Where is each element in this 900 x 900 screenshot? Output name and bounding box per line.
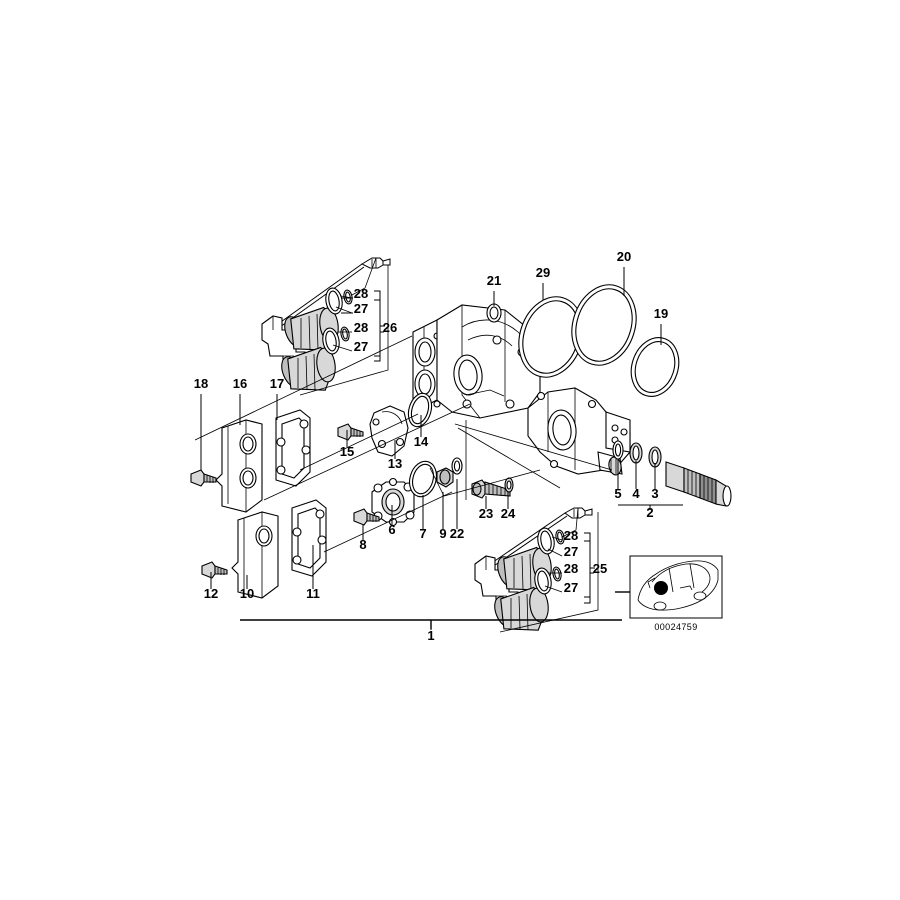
diagram-id-caption: 00024759 xyxy=(654,622,697,632)
callout-label: 18 xyxy=(194,376,208,391)
callout-label: 27 xyxy=(564,580,578,595)
callout-label: 5 xyxy=(614,486,621,501)
callout-27[interactable]: 27 xyxy=(564,580,578,595)
part-group-pads-lower xyxy=(201,499,327,599)
callout-21[interactable]: 21 xyxy=(487,273,501,306)
callout-6[interactable]: 6 xyxy=(388,505,396,537)
callout-label: 11 xyxy=(306,586,320,601)
callout-label: 9 xyxy=(439,526,446,541)
part-group-cover-13 xyxy=(337,392,433,457)
callout-27[interactable]: 27 xyxy=(354,339,368,354)
callout-7[interactable]: 7 xyxy=(419,495,427,541)
callout-label: 15 xyxy=(340,444,354,459)
callout-10[interactable]: 10 xyxy=(240,575,254,601)
callout-label: 26 xyxy=(383,320,397,335)
callout-label: 20 xyxy=(617,249,631,264)
vehicle-location-inset: 00024759 xyxy=(615,555,723,632)
callout-18[interactable]: 18 xyxy=(194,376,208,470)
callout-label: 4 xyxy=(632,486,640,501)
callout-16[interactable]: 16 xyxy=(233,376,247,425)
callout-label: 28 xyxy=(564,561,578,576)
part-group-25-caliper-rear xyxy=(474,507,599,633)
callout-label: 16 xyxy=(233,376,247,391)
callout-label: 8 xyxy=(359,537,366,552)
callout-label: 22 xyxy=(450,526,464,541)
callout-label: 10 xyxy=(240,586,254,601)
part-group-main-housing xyxy=(412,304,631,476)
callout-label: 27 xyxy=(354,301,368,316)
callout-25[interactable]: 25 xyxy=(584,540,607,598)
piston-lower xyxy=(281,346,336,391)
part-group-bolt-23 xyxy=(471,477,514,499)
callout-24[interactable]: 24 xyxy=(501,492,516,521)
callout-8[interactable]: 8 xyxy=(359,524,367,552)
part-group-pads-upper xyxy=(190,409,311,513)
callout-20[interactable]: 20 xyxy=(617,249,631,296)
callout-29[interactable]: 29 xyxy=(536,265,550,300)
callout-label: 28 xyxy=(564,528,578,543)
callout-label: 19 xyxy=(654,306,668,321)
callout-label: 2 xyxy=(646,505,653,520)
callout-label: 13 xyxy=(388,456,402,471)
callout-23[interactable]: 23 xyxy=(479,496,493,521)
callout-9[interactable]: 9 xyxy=(439,492,447,541)
callout-label: 23 xyxy=(479,506,493,521)
callout-4[interactable]: 4 xyxy=(632,461,640,501)
callout-28[interactable]: 28 xyxy=(341,286,368,301)
callout-3[interactable]: 3 xyxy=(651,463,659,501)
part-group-pump-6 xyxy=(353,457,463,527)
callout-27[interactable]: 27 xyxy=(341,301,368,316)
callout-label: 14 xyxy=(414,434,429,449)
callout-27[interactable]: 27 xyxy=(564,544,578,559)
callout-19[interactable]: 19 xyxy=(654,306,668,345)
callout-label: 1 xyxy=(427,628,434,643)
callout-26[interactable]: 26 xyxy=(374,299,397,357)
callout-17[interactable]: 17 xyxy=(270,376,284,420)
callout-label: 3 xyxy=(651,486,658,501)
callout-label: 25 xyxy=(593,561,607,576)
callout-label: 24 xyxy=(501,506,516,521)
callout-2[interactable]: 2 xyxy=(618,504,683,520)
part-group-26-caliper-front xyxy=(261,257,391,396)
callout-11[interactable]: 11 xyxy=(306,545,320,601)
callout-12[interactable]: 12 xyxy=(204,572,218,601)
callout-5[interactable]: 5 xyxy=(614,459,622,501)
callout-label: 17 xyxy=(270,376,284,391)
callout-14[interactable]: 14 xyxy=(414,415,429,449)
callout-label: 7 xyxy=(419,526,426,541)
callout-label: 27 xyxy=(354,339,368,354)
callout-label: 28 xyxy=(354,320,368,335)
callout-label: 6 xyxy=(388,522,395,537)
callout-label: 28 xyxy=(354,286,368,301)
callout-label: 29 xyxy=(536,265,550,280)
callout-28[interactable]: 28 xyxy=(564,528,578,543)
callout-15[interactable]: 15 xyxy=(340,430,354,459)
part-group-2-valve-cartridge xyxy=(612,440,732,507)
callout-bracket xyxy=(584,540,591,598)
callout-28[interactable]: 28 xyxy=(564,561,578,576)
callout-bracket xyxy=(374,299,381,357)
callout-13[interactable]: 13 xyxy=(388,440,402,471)
assembly-guide-lines xyxy=(194,335,613,553)
part-group-orings xyxy=(486,284,680,397)
callout-22[interactable]: 22 xyxy=(450,479,464,541)
callout-label: 21 xyxy=(487,273,501,288)
callout-label: 27 xyxy=(564,544,578,559)
location-marker-dot xyxy=(654,581,668,595)
callout-28[interactable]: 28 xyxy=(354,320,368,335)
callout-label: 12 xyxy=(204,586,218,601)
